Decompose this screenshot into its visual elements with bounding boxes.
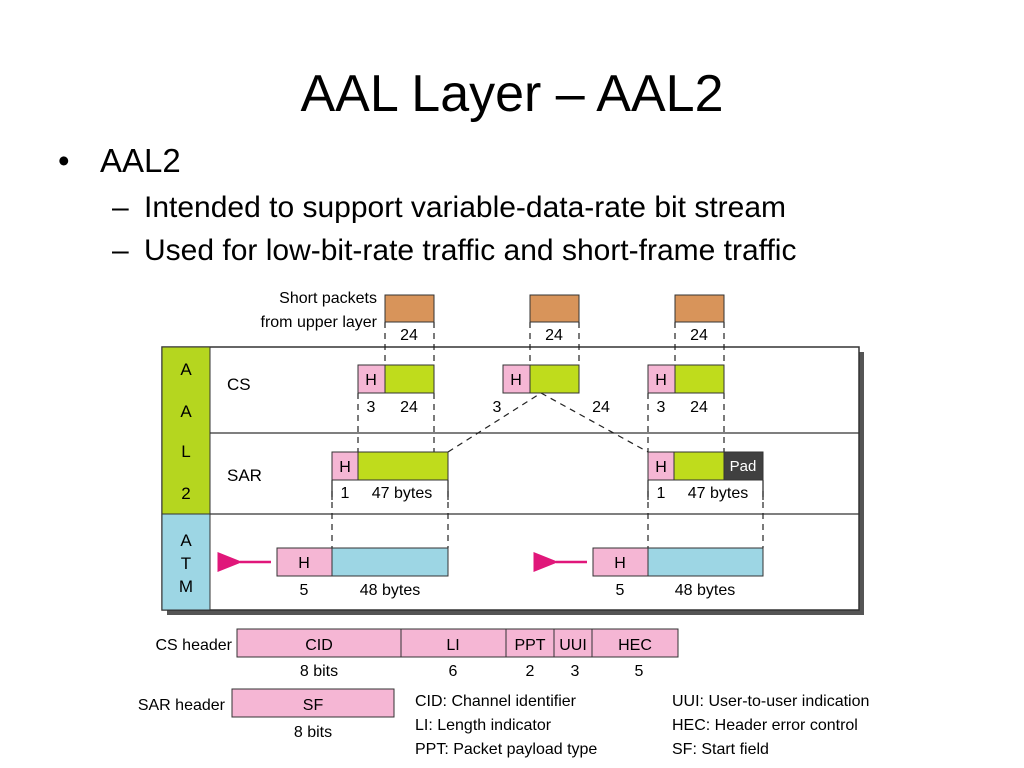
header-label: H [655,372,667,389]
cs-header-label: CS header [156,637,233,654]
atm-letter: M [179,577,193,596]
atm-side-bar [161,513,211,611]
dash-marker: – [112,234,129,267]
sar-packet-1 [331,451,449,481]
sar-header-size: 1 [657,485,666,502]
sub-bullet-2: –Used for low-bit-rate traffic and short… [112,233,796,269]
cs-field-bits: 8 bits [300,663,338,680]
sar-header-label: SAR header [138,697,226,714]
atm-header-size: 5 [616,582,625,599]
pad-label: Pad [730,458,757,475]
packet-size-label: 24 [545,327,563,344]
abbreviation-legend: CID: Channel identifier LI: Length indic… [415,693,869,758]
legend-item: PPT: Packet payload type [415,741,597,758]
sub-bullet-text: Used for low-bit-rate traffic and short-… [144,234,797,267]
sar-payload-size: 47 bytes [372,485,432,502]
bullet-text: AAL2 [100,142,181,179]
sar-size-ticks [331,486,764,500]
cs-field-bits: 5 [635,663,644,680]
header-label: H [655,459,667,476]
short-packet-block [674,294,725,323]
cs-packet-3 [647,364,725,394]
cs-header-size: 3 [367,399,376,416]
header-label: H [614,555,626,572]
header-label: H [298,555,310,572]
cs-field-bits: 2 [526,663,535,680]
header-label: H [339,459,351,476]
sub-bullet-text: Intended to support variable-data-rate b… [144,191,787,224]
sar-header-format [231,688,395,718]
short-packets-label: Short packets [279,290,377,307]
atm-letter: T [181,554,191,573]
sar-packet-2 [647,451,764,481]
sub-bullet-1: –Intended to support variable-data-rate … [112,190,786,226]
sar-header-size: 1 [341,485,350,502]
header-label: H [510,372,522,389]
atm-payload-size: 48 bytes [360,582,420,599]
sar-field-bits: 8 bits [294,724,332,741]
slide-title: AAL Layer – AAL2 [300,65,724,123]
cs-field-bits: 6 [449,663,458,680]
packet-size-label: 24 [400,327,418,344]
short-packet-block [529,294,580,323]
cs-payload-size: 24 [592,399,610,416]
atm-payload-size: 48 bytes [675,582,735,599]
cs-payload-size: 24 [690,399,708,416]
cs-header-size: 3 [657,399,666,416]
short-packets-label: from upper layer [261,314,378,331]
aal2-letter: L [181,442,190,461]
cs-header-size: 3 [493,399,502,416]
aal2-letter: A [180,402,192,421]
cs-sublayer-label: CS [227,375,251,394]
packet-size-label: 24 [690,327,708,344]
atm-letter: A [180,531,192,550]
cs-field-name: HEC [618,637,652,654]
short-packet-block [384,294,435,323]
bullet-marker: • [58,142,70,179]
sar-payload-size: 47 bytes [688,485,748,502]
cs-packet-1 [357,364,435,394]
bullet-aal2: • AAL2 [58,142,181,180]
atm-header-size: 5 [300,582,309,599]
cs-header-format [236,628,679,658]
cs-packet-2 [502,364,580,394]
header-label: H [365,372,377,389]
sar-field-name: SF [303,697,324,714]
cs-field-name: LI [446,637,459,654]
atm-cell-1 [276,547,449,577]
legend-item: HEC: Header error control [672,717,858,734]
legend-item: CID: Channel identifier [415,693,577,710]
cs-field-name: PPT [514,637,545,654]
legend-item: SF: Start field [672,741,769,758]
dash-marker: – [112,191,129,224]
cs-field-bits: 3 [571,663,580,680]
sar-sublayer-label: SAR [227,466,262,485]
legend-item: LI: Length indicator [415,717,552,734]
atm-cell-2 [592,547,764,577]
cs-field-name: CID [305,637,333,654]
aal2-letter: 2 [181,484,190,503]
aal2-side-bar [161,346,211,515]
cs-field-name: UUI [559,637,587,654]
cs-payload-size: 24 [400,399,418,416]
aal2-letter: A [180,360,192,379]
legend-item: UUI: User-to-user indication [672,693,869,710]
